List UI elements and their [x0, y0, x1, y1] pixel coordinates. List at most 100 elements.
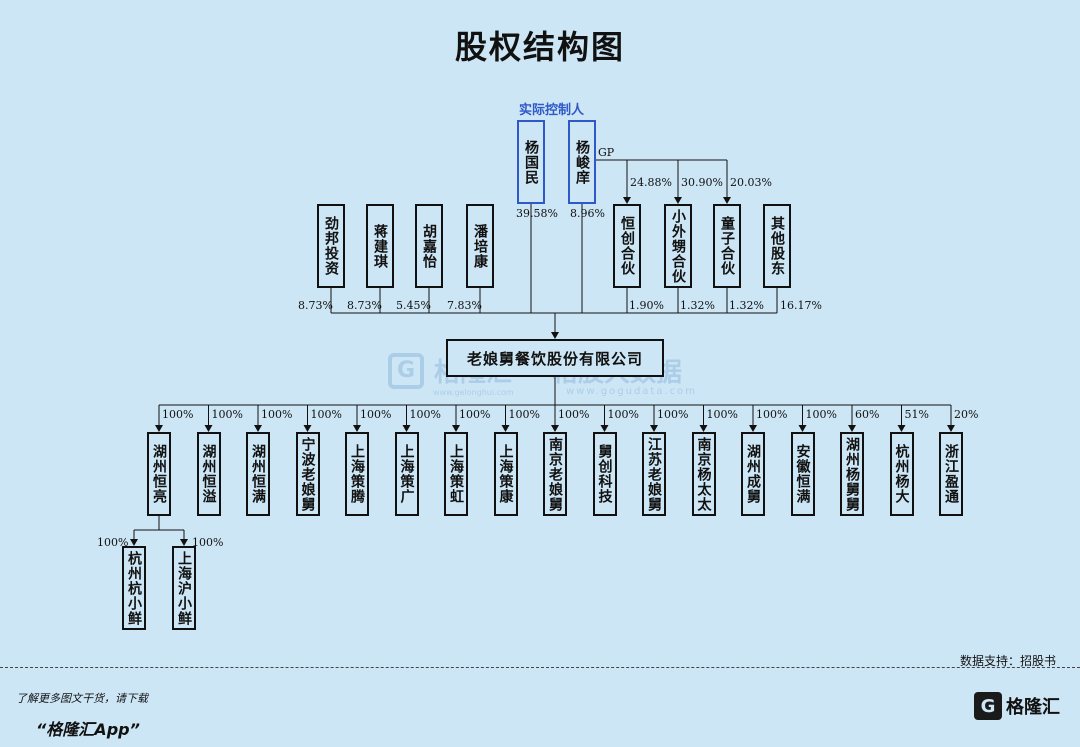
controller-pct-2: 8.96%: [570, 207, 605, 220]
partnership-pct-2: 1.32%: [680, 299, 715, 312]
sub-subsidiary-1: 杭州杭小鲜: [122, 546, 146, 630]
investor-pct-2: 8.73%: [347, 299, 382, 312]
footer-line1: 了解更多图文干货，请下载: [16, 692, 148, 705]
gp-label: GP: [598, 146, 615, 159]
subsidiary-7-label: 上海策虹: [448, 444, 464, 504]
footer-divider: [0, 667, 1080, 668]
subsidiary-pct-7: 100%: [459, 408, 491, 421]
partnership-3: 童子合伙: [713, 204, 741, 288]
partnership-pct-1: 1.90%: [629, 299, 664, 312]
brand-logo[interactable]: G 格隆汇: [974, 692, 1060, 720]
sub-subsidiary-2-label: 上海沪小鲜: [176, 550, 192, 626]
partnership-3-label: 童子合伙: [719, 216, 735, 276]
investor-pct-3: 5.45%: [396, 299, 431, 312]
subsidiary-arrow-7: [452, 425, 460, 432]
subsidiary-arrow-14: [798, 425, 807, 432]
subsidiary-3-label: 湖州恒满: [250, 444, 266, 504]
subsidiary-11-label: 江苏老娘舅: [646, 436, 662, 512]
subsidiary-3: 湖州恒满: [246, 432, 270, 516]
subsidiary-arrow-16: [897, 425, 906, 432]
subsidiary-pct-1: 100%: [162, 408, 194, 421]
partnership-1: 恒创合伙: [613, 204, 641, 288]
subsidiary-arrow-2: [204, 425, 213, 432]
subsidiary-arrow-17: [947, 425, 955, 432]
page-title: 股权结构图: [454, 28, 625, 66]
partnership-2: 小外甥合伙: [664, 204, 692, 288]
subsidiary-5-label: 上海策腾: [349, 444, 365, 504]
subsidiary-15-label: 湖州杨舅舅: [844, 436, 860, 512]
subsidiary-14: 安徽恒满: [790, 432, 815, 516]
subsidiary-13-label: 湖州成舅: [745, 444, 761, 504]
subsidiary-pct-2: 100%: [211, 408, 243, 421]
subsidiary-pct-6: 100%: [409, 408, 441, 421]
partnership-1-label: 恒创合伙: [619, 216, 635, 276]
subsidiary-7: 上海策虹: [444, 432, 468, 516]
subsidiary-pct-12: 100%: [706, 408, 738, 421]
sub-subsidiary-1-label: 杭州杭小鲜: [126, 550, 142, 626]
subsidiary-pct-3: 100%: [261, 408, 293, 421]
subsidiary-pct-14: 100%: [805, 408, 837, 421]
other-holders: 其他股东: [763, 204, 791, 288]
subsidiary-6: 上海策广: [394, 432, 419, 516]
subsidiary-17: 浙江盈通: [939, 432, 963, 516]
footer-app-link[interactable]: “格隆汇App”: [36, 720, 140, 739]
logo-g-icon: G: [974, 692, 1002, 720]
sub-subsidiary-pct-2: 100%: [192, 536, 224, 549]
subsidiary-10: 舅创科技: [592, 432, 617, 516]
sub-subsidiary-pct-1: 100%: [97, 536, 129, 549]
subsidiary-pct-17: 20%: [954, 408, 979, 421]
controller-2-label: 杨峻庠: [574, 139, 590, 185]
partnership-2-label: 小外甥合伙: [670, 208, 686, 284]
gp-arrow-3: [723, 197, 731, 204]
subsidiary-16: 杭州杨大: [889, 432, 914, 516]
partnership-gp-pct-1: 24.88%: [630, 176, 672, 189]
subsidiary-pct-4: 100%: [310, 408, 342, 421]
sub-subsidiary-arrow-2: [180, 539, 188, 546]
controller-2: 杨峻庠: [568, 120, 596, 204]
subsidiary-pct-11: 100%: [657, 408, 689, 421]
subsidiary-6-label: 上海策广: [398, 444, 415, 504]
subsidiary-pct-16: 51%: [904, 408, 929, 421]
investor-2-label: 蒋建琪: [372, 223, 388, 269]
subsidiary-arrow-15: [848, 425, 856, 432]
subsidiary-15: 湖州杨舅舅: [840, 432, 864, 516]
investor-3-label: 胡嘉怡: [421, 223, 437, 269]
subsidiary-13: 湖州成舅: [741, 432, 765, 516]
subsidiary-arrow-9: [551, 425, 559, 432]
subsidiary-arrow-10: [600, 425, 609, 432]
subsidiary-2: 湖州恒溢: [196, 432, 221, 516]
investor-4: 潘培康: [466, 204, 494, 288]
subsidiary-pct-10: 100%: [607, 408, 639, 421]
company-arrow: [551, 332, 559, 339]
controller-pct-1: 39.58%: [516, 207, 558, 220]
investor-1-label: 劲邦投资: [323, 216, 339, 276]
subsidiary-arrow-8: [501, 425, 510, 432]
investor-4-label: 潘培康: [472, 223, 488, 269]
other-holders-label: 其他股东: [769, 216, 785, 276]
subsidiary-9: 南京老娘舅: [543, 432, 567, 516]
logo-text: 格隆汇: [1006, 697, 1060, 718]
subsidiary-pct-15: 60%: [855, 408, 880, 421]
subsidiary-arrow-5: [353, 425, 361, 432]
gp-arrow-2: [674, 197, 682, 204]
subsidiary-pct-5: 100%: [360, 408, 392, 421]
subsidiary-arrow-11: [650, 425, 658, 432]
controller-1: 杨国民: [517, 120, 545, 204]
investor-pct-4: 7.83%: [447, 299, 482, 312]
footer-promo: 了解更多图文干货，请下载 “格隆汇App”: [16, 690, 148, 740]
subsidiary-1: 湖州恒亮: [147, 432, 171, 516]
gp-arrow-1: [623, 197, 631, 204]
sub-subsidiary-2: 上海沪小鲜: [172, 546, 196, 630]
investor-pct-1: 8.73%: [298, 299, 333, 312]
subsidiary-5: 上海策腾: [345, 432, 369, 516]
company-box: 老娘舅餐饮股份有限公司: [446, 339, 664, 377]
investor-2: 蒋建琪: [366, 204, 394, 288]
subsidiary-2-label: 湖州恒溢: [200, 444, 217, 504]
sub-subsidiary-arrow-1: [130, 539, 138, 546]
subsidiary-10-label: 舅创科技: [596, 444, 613, 504]
subsidiary-arrow-13: [749, 425, 757, 432]
subsidiary-pct-8: 100%: [508, 408, 540, 421]
subsidiary-8: 上海策康: [493, 432, 518, 516]
subsidiary-9-label: 南京老娘舅: [547, 436, 563, 512]
